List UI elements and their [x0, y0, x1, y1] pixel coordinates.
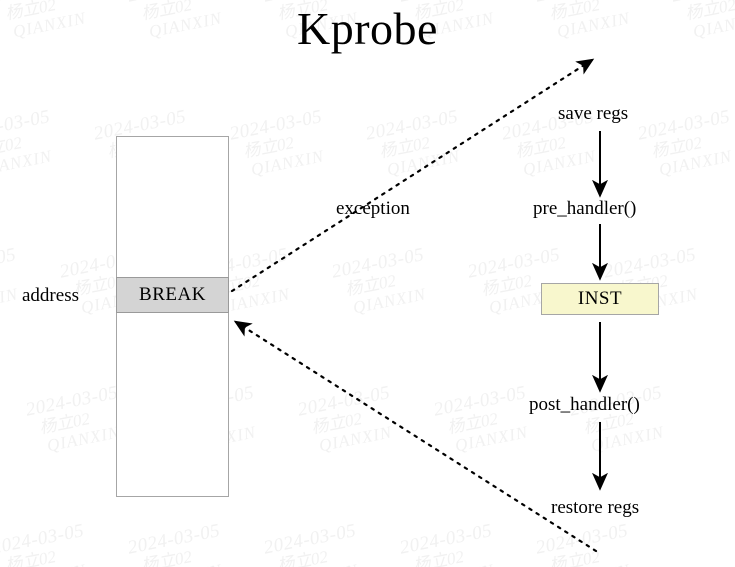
- flow-step-restore-regs: restore regs: [551, 497, 640, 518]
- flow-step-pre-handler: pre_handler(): [533, 198, 637, 219]
- flow-step-save-regs: save regs: [558, 103, 629, 124]
- break-cell: BREAK: [116, 277, 229, 313]
- page-title: Kprobe: [297, 3, 438, 54]
- address-label: address: [22, 285, 79, 306]
- flow-step-post-handler: post_handler(): [529, 394, 640, 415]
- exception-label: exception: [336, 198, 410, 219]
- flow-step-inst: INST: [541, 283, 659, 315]
- memory-box: [116, 136, 229, 497]
